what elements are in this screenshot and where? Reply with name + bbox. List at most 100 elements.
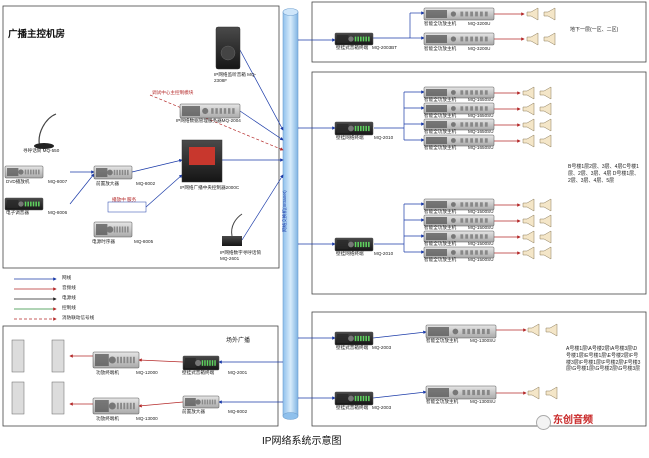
bk-amp2-led: [467, 389, 471, 396]
bd-horn-b-6: [539, 230, 552, 244]
bk-terminal1-knob: [348, 335, 354, 342]
data-server-led: [219, 108, 222, 114]
preamp-label: 前置放大器: [96, 181, 119, 186]
dvd-label: DVD播放机: [6, 179, 30, 184]
bd-terminal2-led: [368, 241, 370, 248]
ug-amp2: [423, 32, 495, 46]
bk-amp1-model: MQ-1300SU: [470, 338, 496, 343]
bd-amp-3-led: [475, 138, 478, 143]
bd-amp-7-led: [480, 250, 483, 255]
venue-term2-led: [209, 399, 211, 405]
tuner-led: [32, 201, 35, 207]
ug-terminal-panel: [337, 35, 349, 43]
dvd-player: [4, 165, 44, 179]
ug-amp1-led: [480, 11, 483, 17]
bd-amp-model-7: MQ-1500SU: [468, 257, 494, 262]
bd-amp-1-knob: [450, 106, 456, 111]
ug-amp1-label: 智能全功放主机: [424, 21, 457, 26]
venue-term1-led: [204, 360, 206, 366]
bd-horn-b-0: [539, 86, 552, 100]
bd-horn-b-1: [539, 102, 552, 116]
ug-amp2-led: [484, 36, 488, 42]
zone-underground-frame: [311, 1, 647, 63]
bd-horn-a-4: [522, 198, 535, 212]
zone-blocks-frame: [311, 311, 647, 427]
ug-horn-3: [526, 32, 539, 46]
bd-terminal2: [334, 237, 374, 252]
venue-box1-led: [129, 356, 132, 364]
column-speaker-bottom-1: [51, 381, 65, 415]
ug-amp2-knob: [450, 36, 457, 42]
bd-amp-5-knob: [450, 218, 456, 223]
bk-horn-4: [545, 386, 558, 400]
venue-term2-panel: [185, 398, 196, 406]
ug-amp2-label: 智能全功放主机: [424, 46, 457, 51]
bd-amp-2-led: [470, 122, 473, 127]
venue-box2-knob: [108, 402, 116, 410]
bd-terminal2-led: [365, 241, 367, 248]
preamp-led: [116, 169, 118, 176]
venue-box1-panel: [95, 354, 109, 366]
bd-amp-3-panel: [426, 137, 447, 144]
ug-zone-text: 地下一层(一区、二区): [570, 27, 619, 33]
backbone-top-cap: [282, 8, 299, 16]
bd-amp-4-led: [480, 202, 483, 207]
venue-term1-panel: [185, 358, 196, 368]
venue-term2-led: [204, 399, 206, 405]
bk-amp2-panel: [428, 388, 449, 397]
preamp-led: [127, 169, 129, 176]
column-speaker-top-0: [11, 339, 25, 373]
venue-term1: [182, 355, 220, 371]
bd-terminal1: [334, 121, 374, 136]
paging-console: [222, 236, 242, 246]
venue-term2-knob: [195, 399, 201, 405]
bd-amp-3-led: [465, 138, 469, 143]
venue-term2-model: MQ-8002: [228, 409, 248, 414]
bd-horn-a-6: [522, 230, 535, 244]
ug-amp1-led: [465, 11, 469, 17]
bd-amp-4-led: [470, 202, 473, 207]
watermark: 东创音频: [553, 415, 593, 426]
backbone-label: 网络交换机(Intranet): [282, 190, 287, 232]
wire-bk-amp2: [372, 390, 427, 399]
bd-amp-0-led: [475, 90, 478, 95]
bd-zone-text: B号楼1层2层、3层、4层C号楼1层、2层、3层、4层 D号楼1层、2层、3层、…: [568, 164, 640, 184]
zone-buildings-frame: [311, 71, 647, 295]
bd-amp-1-led: [470, 106, 473, 111]
venue-term1-led: [209, 360, 211, 366]
venue-box2-model: MQ-13000: [136, 416, 158, 421]
venue-term2-led: [201, 399, 204, 405]
bd-amp-4-led: [475, 202, 478, 207]
bd-amp-1-led: [480, 106, 483, 111]
bd-amp-6-led: [465, 234, 469, 239]
wire-seq-terminal: [145, 174, 183, 208]
dvd-player-led: [30, 169, 32, 175]
bd-horn-b-6-shape: [539, 230, 552, 244]
bd-amp-label-0: 智能全功放主机: [424, 97, 457, 102]
tuner-model: MQ-8006: [48, 210, 68, 215]
bd-amp-1: [423, 102, 495, 115]
bd-terminal2-led: [360, 241, 362, 248]
bd-horn-b-3-shape: [539, 134, 552, 148]
bd-amp-6: [423, 230, 495, 243]
bd-amp-label-7: 智能全功放主机: [424, 257, 457, 262]
bk-amp2-knob: [452, 389, 459, 396]
bd-amp-5: [423, 214, 495, 227]
bd-amp-3: [423, 134, 495, 147]
venue-box1-model: MQ-12000: [136, 370, 158, 375]
bd-horn-a-0: [522, 86, 535, 100]
tuner-led: [27, 201, 29, 207]
venue-title: 场外广播: [226, 338, 251, 344]
bd-amp-7-led: [460, 250, 464, 255]
bd-terminal2-label: 壁挂网络终端: [336, 251, 364, 256]
bk-amp1-led: [486, 328, 490, 335]
bd-amp-7-led: [484, 250, 488, 255]
bd-horn-b-5: [539, 214, 552, 228]
bd-amp-model-6: MQ-1500SU: [468, 241, 494, 246]
mic-label: 寻呼话筒 MQ-550: [23, 148, 60, 153]
connection-lines: [14, 11, 527, 408]
bk-amp1-knob: [452, 328, 459, 335]
bd-amp-4-led: [465, 202, 469, 207]
bd-terminal1-led: [362, 125, 365, 132]
bd-amp-model-3: MQ-1650SU: [468, 145, 494, 150]
